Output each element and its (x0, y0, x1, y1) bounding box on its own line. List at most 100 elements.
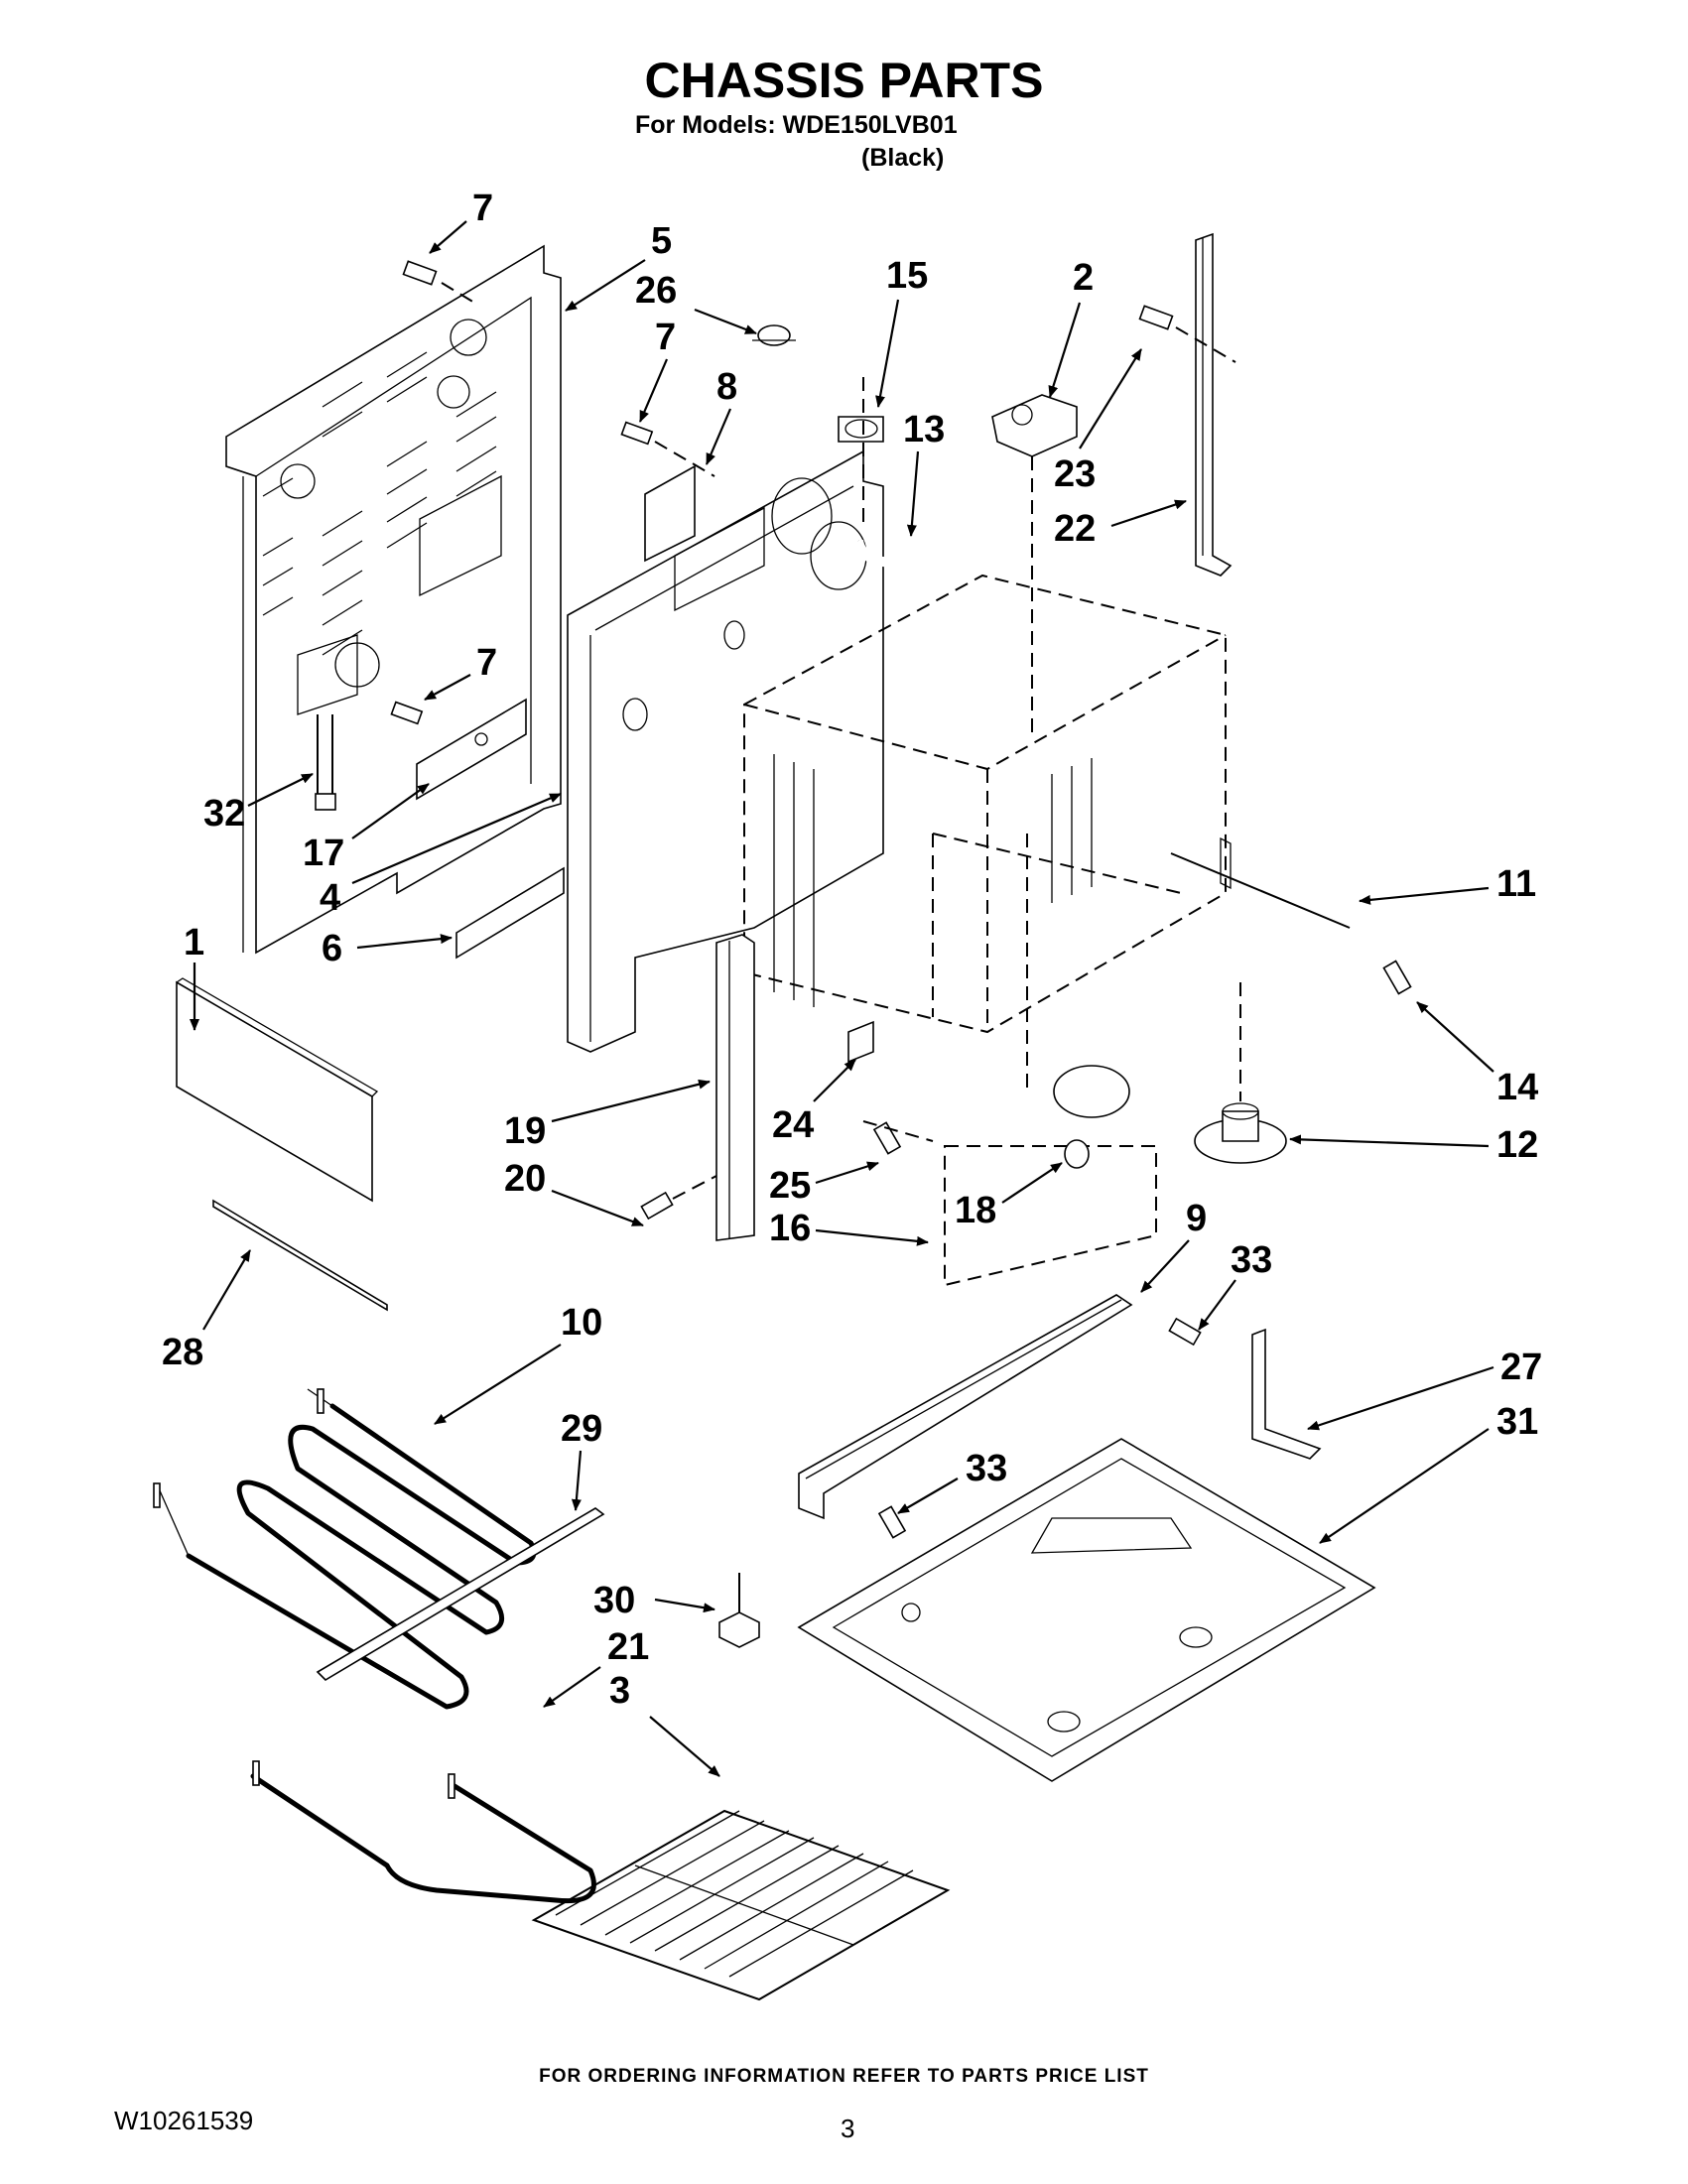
callout-arrow (1359, 886, 1490, 905)
callout-18: 18 (955, 1190, 996, 1231)
callout-arrow (1079, 348, 1142, 450)
part-20-screw (640, 1175, 717, 1220)
callout-arrow (649, 1716, 720, 1777)
color-line: (Black) (861, 144, 945, 172)
callout-arrow (429, 220, 467, 254)
callout-9: 9 (1186, 1198, 1207, 1239)
part-8-bracket (620, 421, 715, 563)
oven-cavity-outline (743, 574, 1227, 1034)
part-30-leveling-leg (718, 1573, 760, 1648)
callout-1: 1 (184, 922, 204, 964)
part-1-lower-panel (176, 977, 379, 1203)
part-5-rear-panel (225, 244, 562, 955)
callout-arrow (1416, 1001, 1494, 1073)
page-title: CHASSIS PARTS (644, 53, 1044, 108)
part-21-broil-element (250, 1760, 596, 1904)
callout-arrow (351, 792, 562, 885)
callout-17: 17 (303, 833, 344, 874)
callout-5: 5 (651, 220, 672, 262)
callout-14: 14 (1496, 1067, 1538, 1108)
callout-4: 4 (320, 877, 340, 919)
callout-arrow (247, 773, 314, 807)
callout-arrow (1048, 302, 1082, 398)
callout-arrow (1001, 1162, 1063, 1204)
callout-16: 16 (769, 1208, 811, 1249)
callout-arrow (351, 783, 430, 839)
callout-arrow (1289, 1134, 1490, 1148)
callout-arrow (571, 1450, 583, 1511)
part-13-vent-tube (853, 539, 935, 606)
callout-arrow (1140, 1239, 1190, 1293)
callout-arrow (424, 674, 471, 701)
part-32-fan-motor (297, 634, 380, 811)
ordering-note: FOR ORDERING INFORMATION REFER TO PARTS … (539, 2066, 1149, 2087)
callout-8: 8 (716, 366, 737, 408)
callout-3: 3 (609, 1670, 630, 1712)
callout-2: 2 (1073, 257, 1094, 299)
part-27-bracket (1251, 1328, 1322, 1460)
part-11-rod (1170, 836, 1351, 929)
callout-30: 30 (593, 1580, 635, 1621)
callout-32: 32 (203, 793, 245, 835)
callout-10: 10 (561, 1302, 602, 1344)
part-17-cover (390, 698, 527, 801)
callout-arrow (897, 1477, 959, 1514)
part-18-bulb (1053, 1065, 1130, 1169)
callout-arrow (654, 1598, 715, 1613)
part-6-strip (455, 866, 565, 960)
vent-slots (262, 351, 497, 656)
callout-33: 33 (1231, 1239, 1272, 1281)
callout-20: 20 (504, 1158, 546, 1200)
callout-7: 7 (476, 642, 497, 684)
callouts: 7 5 26 15 2 7 8 13 23 22 7 32 17 4 11 1 (162, 188, 1542, 1777)
callout-arrow (694, 308, 757, 335)
part-33-screw-lower (877, 1505, 907, 1539)
callout-arrow (875, 299, 900, 408)
part-12-terminal-block (1194, 982, 1287, 1164)
callout-arrow (705, 408, 732, 465)
callout-arrow (1319, 1428, 1490, 1544)
callout-21: 21 (607, 1626, 649, 1668)
callout-arrow (1110, 499, 1187, 528)
callout-24: 24 (772, 1104, 814, 1146)
callout-28: 28 (162, 1332, 203, 1373)
callout-33: 33 (966, 1448, 1007, 1489)
callout-arrow (202, 1249, 251, 1331)
part-2-thermostat (991, 394, 1078, 734)
callout-31: 31 (1496, 1401, 1538, 1443)
callout-arrow (434, 1344, 562, 1425)
callout-6: 6 (322, 928, 342, 969)
callout-arrow (815, 1228, 929, 1246)
part-33-screw-upper (1168, 1317, 1202, 1347)
callout-7: 7 (655, 317, 676, 358)
part-3-oven-rack (531, 1809, 951, 2001)
part-7-screw-top (402, 260, 475, 304)
callout-12: 12 (1496, 1124, 1538, 1166)
callout-arrow (638, 358, 669, 423)
callout-25: 25 (769, 1165, 811, 1207)
callout-22: 22 (1054, 508, 1096, 550)
callout-arrow (906, 450, 920, 537)
callout-arrow (551, 1189, 644, 1227)
callout-arrow (565, 259, 646, 312)
part-15-gasket (838, 377, 884, 526)
callout-13: 13 (903, 409, 945, 450)
part-14-screw (1382, 960, 1412, 995)
part-26-thermal-cutoff (752, 324, 796, 346)
callout-15: 15 (886, 255, 928, 297)
models-line: For Models: WDE150LVB01 (635, 111, 958, 139)
callout-arrow (356, 934, 453, 950)
callout-19: 19 (504, 1110, 546, 1152)
part-25-screw (862, 1120, 934, 1155)
callout-27: 27 (1500, 1347, 1542, 1388)
callout-11: 11 (1496, 863, 1536, 905)
callout-arrow (543, 1666, 601, 1708)
callout-26: 26 (635, 270, 677, 312)
callout-7: 7 (472, 188, 493, 229)
part-24-latch (847, 1020, 874, 1064)
callout-arrow (551, 1079, 711, 1123)
document-number: W10261539 (114, 2106, 254, 2135)
page-number: 3 (841, 2114, 855, 2143)
part-28-strip (212, 1199, 388, 1312)
